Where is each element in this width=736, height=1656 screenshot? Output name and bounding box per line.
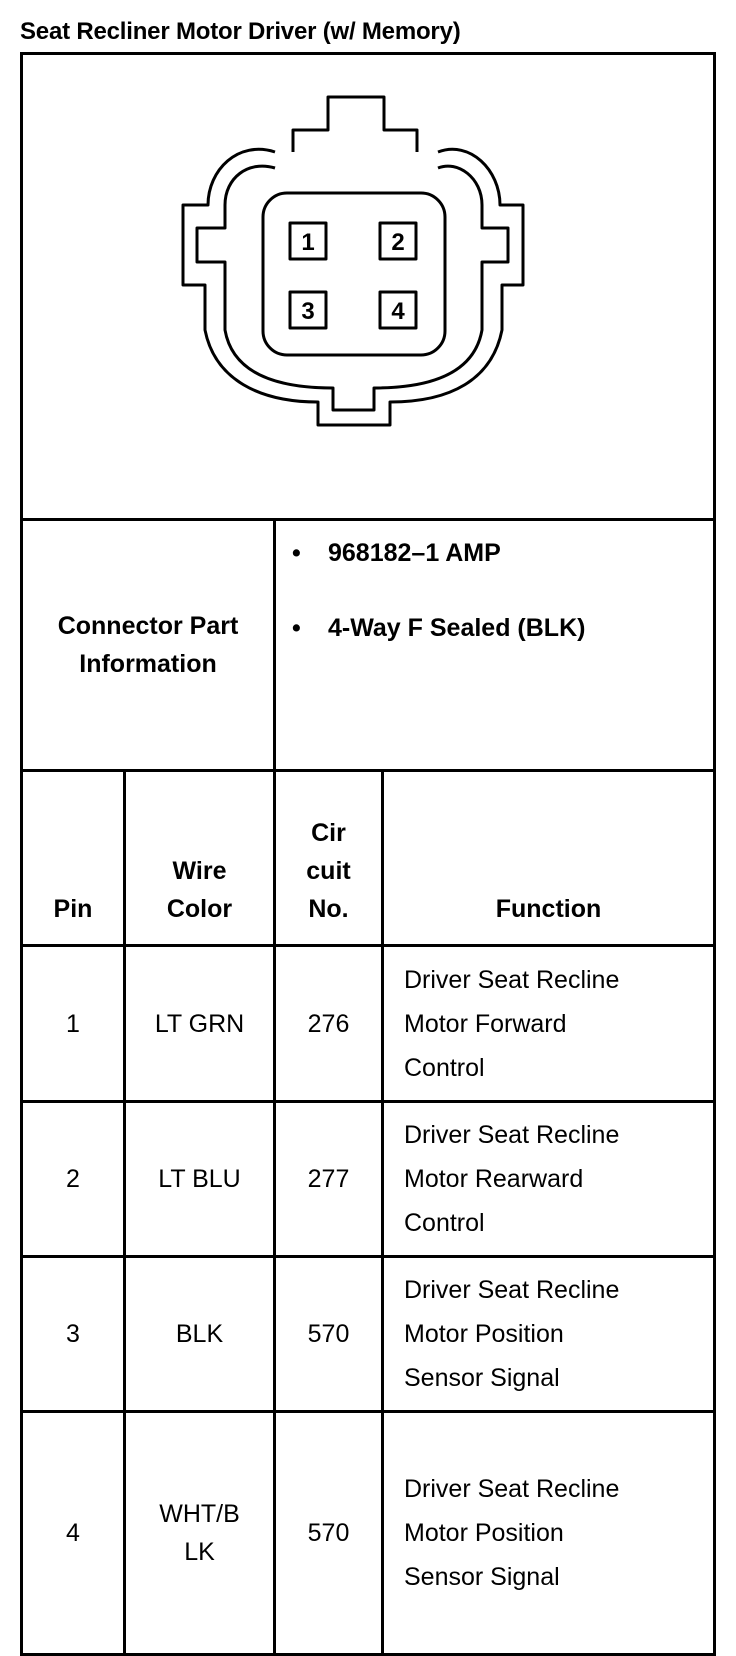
cell-circuit: 276 — [307, 1009, 350, 1038]
pin-label-4: 4 — [391, 298, 405, 325]
divider — [20, 1100, 716, 1103]
connector-table — [20, 52, 716, 1656]
cell-circuit: 570 — [307, 1519, 350, 1547]
divider — [381, 769, 384, 1656]
header-wire-color: Wire Color — [166, 857, 233, 923]
cell-pin: 1 — [66, 1009, 80, 1038]
divider — [123, 769, 126, 1656]
divider — [273, 769, 276, 1656]
part-number-bullet: • 968182–1 AMP — [280, 533, 501, 573]
cell-function: Driver Seat Recline Motor Rearward Contr… — [404, 1121, 620, 1237]
header-circuit-no: Cir cuit No. — [306, 819, 351, 923]
cell-function: Driver Seat Recline Motor Position Senso… — [404, 1276, 620, 1392]
header-function: Function — [495, 895, 602, 923]
pin-label-1: 1 — [301, 229, 314, 256]
divider — [20, 769, 716, 772]
cell-wire-color: WHT/B LK — [159, 1500, 240, 1566]
pin-label-2: 2 — [391, 229, 404, 256]
divider — [20, 944, 716, 947]
cell-wire-color: LT BLU — [158, 1165, 241, 1193]
cell-wire-color: LT GRN — [154, 1009, 245, 1038]
cell-circuit: 277 — [307, 1165, 350, 1193]
cell-pin: 2 — [66, 1165, 80, 1193]
page-title: Seat Recliner Motor Driver (w/ Memory) — [20, 18, 461, 45]
cell-circuit: 570 — [307, 1320, 350, 1348]
cell-wire-color: BLK — [175, 1320, 224, 1348]
cell-function: Driver Seat Recline Motor Position Senso… — [404, 1475, 620, 1591]
cell-pin: 4 — [66, 1519, 80, 1547]
bullet-icon: • — [292, 538, 301, 567]
part-info-label: Connector Part Information — [57, 612, 239, 678]
divider — [20, 1255, 716, 1258]
bullet-icon: • — [292, 613, 301, 642]
cell-pin: 3 — [66, 1320, 80, 1348]
connector-type-bullet: • 4-Way F Sealed (BLK) — [280, 608, 585, 648]
pin-label-3: 3 — [301, 298, 314, 325]
cell-function: Driver Seat Recline Motor Forward Contro… — [404, 965, 620, 1082]
header-pin: Pin — [53, 895, 93, 923]
divider — [273, 518, 276, 772]
divider — [20, 1410, 716, 1413]
connector-diagram: 1 2 3 4 — [181, 95, 525, 427]
divider — [20, 518, 716, 521]
